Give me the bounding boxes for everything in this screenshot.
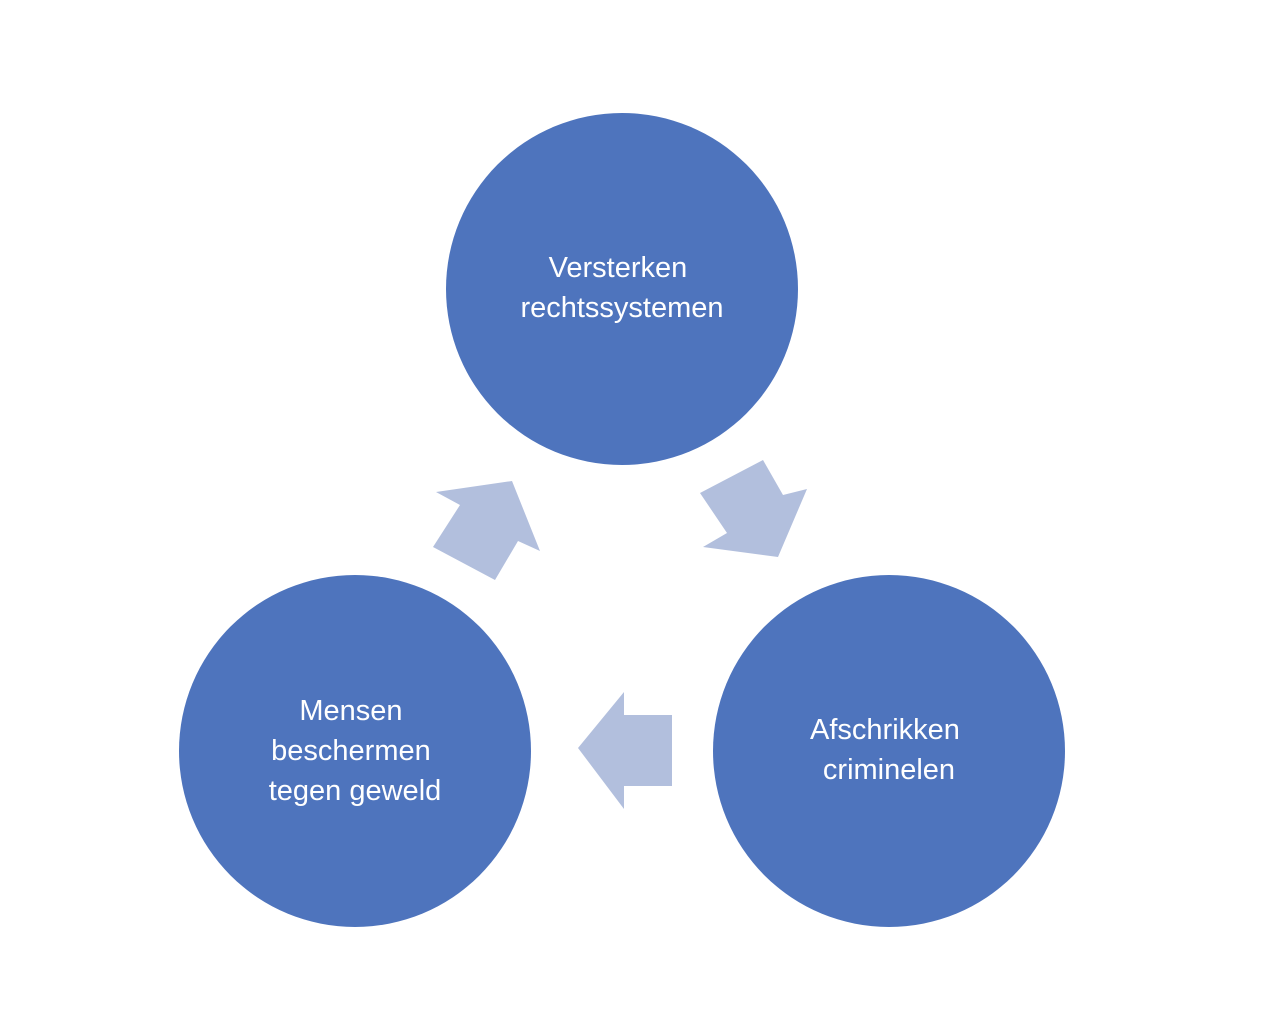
- nodes-layer: Versterken rechtssystemen Afschrikken cr…: [179, 113, 1065, 927]
- arrow-left-to-top: [433, 481, 540, 580]
- arrows-layer: [433, 460, 807, 809]
- node-label-line: Afschrikken: [810, 714, 960, 746]
- node-circle: [179, 575, 531, 927]
- node-afschrikken-criminelen: Afschrikken criminelen: [713, 575, 1065, 927]
- node-label-line: Versterken: [549, 252, 688, 284]
- node-label: Mensen beschermen tegen geweld: [269, 695, 442, 807]
- arrow-right-to-left: [578, 692, 672, 809]
- node-versterken-rechtssystemen: Versterken rechtssystemen: [446, 113, 798, 465]
- node-label-line: tegen geweld: [269, 775, 442, 807]
- node-label: Afschrikken criminelen: [810, 714, 968, 786]
- node-label-line: Mensen: [299, 695, 402, 727]
- node-circle: [713, 575, 1065, 927]
- node-label-line: rechtssystemen: [520, 292, 723, 324]
- node-label: Versterken rechtssystemen: [520, 252, 723, 324]
- node-label-line: beschermen: [271, 735, 431, 767]
- node-circle: [446, 113, 798, 465]
- node-mensen-beschermen-tegen-geweld: Mensen beschermen tegen geweld: [179, 575, 531, 927]
- node-label-line: criminelen: [823, 754, 955, 786]
- arrow-top-to-right: [700, 460, 807, 557]
